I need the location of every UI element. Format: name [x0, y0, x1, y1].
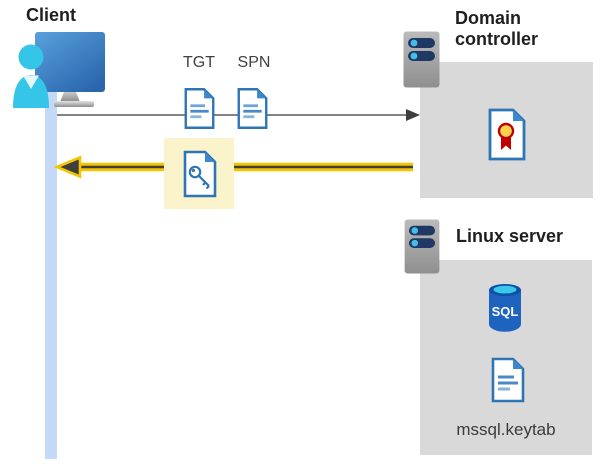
monitor-stand: [60, 92, 80, 102]
certificate-icon: [488, 108, 526, 161]
monitor-base: [54, 101, 94, 107]
person-body: [13, 75, 49, 108]
person-head: [18, 44, 44, 70]
linux-server-label: Linux server: [456, 226, 564, 246]
spn-ticket-document-icon: [237, 88, 268, 129]
medal-ribbon-icon: [501, 137, 511, 150]
domain-controller-label: Domain controller: [455, 8, 539, 49]
key-ticket-document-icon: [183, 150, 217, 198]
key-icon: [188, 165, 210, 190]
domain-controller-server-icon: [403, 31, 440, 88]
sql-database-icon: SQL: [489, 284, 521, 332]
tgt-ticket-document-icon: [184, 88, 215, 129]
spn-label: SPN: [237, 54, 271, 71]
monitor-screen: [35, 32, 105, 92]
response-arrow: [53, 155, 413, 179]
client-label: Client: [26, 5, 77, 25]
person-collar: [23, 75, 39, 89]
sql-icon-text: SQL: [492, 304, 519, 319]
keytab-document-icon: [491, 357, 525, 403]
linux-server-icon: [404, 219, 440, 274]
client-timeline-bar: [45, 90, 57, 459]
request-arrow: [57, 109, 420, 121]
request-arrowhead-icon: [406, 109, 420, 121]
tgt-label: TGT: [183, 54, 215, 71]
mssql-keytab-label: mssql.keytab: [456, 420, 556, 439]
response-arrowhead-icon: [53, 155, 82, 179]
client-user-workstation-icon: [13, 32, 105, 108]
medal-icon: [497, 122, 515, 140]
